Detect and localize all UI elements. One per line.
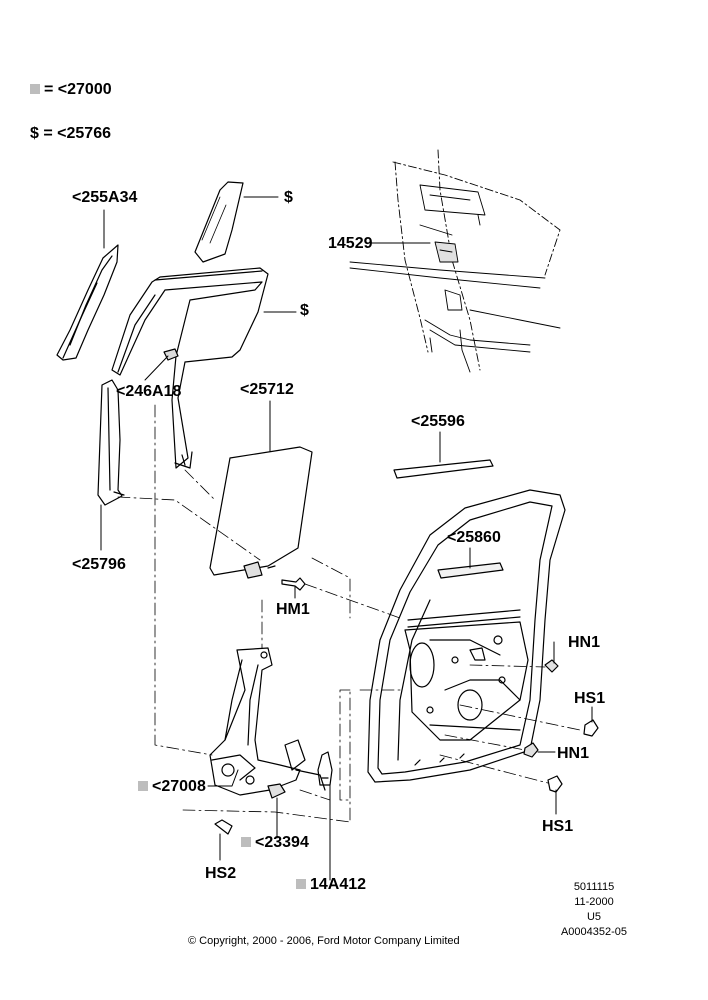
label-HM1: HM1: [276, 601, 310, 618]
label-25860: <25860: [447, 529, 501, 546]
label-25796: <25796: [72, 556, 126, 573]
info-line-3: U5: [586, 911, 602, 923]
part-27008-regulator: [209, 647, 326, 796]
label-HS1-lower: HS1: [542, 818, 574, 835]
label-HN1-lower: HN1: [557, 745, 590, 762]
label-246A18: <246A18: [116, 383, 182, 400]
info-line-2: 11-2000: [574, 896, 614, 908]
label-run-channel-dollar: $: [300, 302, 309, 319]
part-25596-weatherstrip: [393, 459, 494, 479]
part-255A34-trim: [56, 244, 119, 361]
part-glass-run-channel: [111, 267, 269, 469]
part-23394-bracket: [267, 783, 286, 799]
door-inner-panel-drawing: [367, 489, 566, 783]
legend-marker-square: [241, 836, 251, 847]
legend-line-2: $ = <25766: [30, 125, 111, 143]
legend-marker-square: [138, 780, 148, 791]
label-HN1-upper: HN1: [568, 634, 601, 651]
fasteners: [214, 577, 599, 835]
info-line-1: 5011115: [573, 881, 615, 893]
part-quarter-glass: [194, 181, 244, 263]
label-14529: 14529: [328, 235, 373, 252]
label-27008: <27008: [138, 779, 206, 795]
legend-line-2-text: = <25766: [43, 125, 111, 142]
label-HS1-upper: HS1: [574, 690, 606, 707]
reference-lines: [117, 404, 581, 823]
info-line-4: A0004352-05: [560, 926, 628, 938]
label-14A412: 14A412: [296, 877, 366, 893]
leader-lines: [100, 196, 593, 881]
legend-dollar-symbol: $: [30, 125, 39, 142]
legend-marker-square: [30, 83, 40, 94]
label-255A34: <255A34: [72, 189, 138, 206]
legend-line-1: = <27000: [30, 81, 112, 99]
legend-marker-square: [296, 878, 306, 889]
copyright-text: © Copyright, 2000 - 2006, Ford Motor Com…: [188, 935, 460, 947]
inset-door-handle-drawing: [349, 149, 561, 373]
label-quarter-glass-dollar: $: [284, 189, 293, 206]
info-block: 5011115 11-2000 U5 A0004352-05: [556, 880, 632, 940]
label-25596: <25596: [411, 413, 465, 430]
legend-line-1-text: = <27000: [44, 81, 112, 98]
label-HS2: HS2: [205, 865, 237, 882]
part-25796-division-bar: [97, 379, 125, 506]
part-25712-door-glass: [209, 446, 313, 579]
label-25712: <25712: [240, 381, 294, 398]
label-23394: <23394: [241, 835, 309, 851]
part-14A412-harness: [317, 751, 333, 786]
